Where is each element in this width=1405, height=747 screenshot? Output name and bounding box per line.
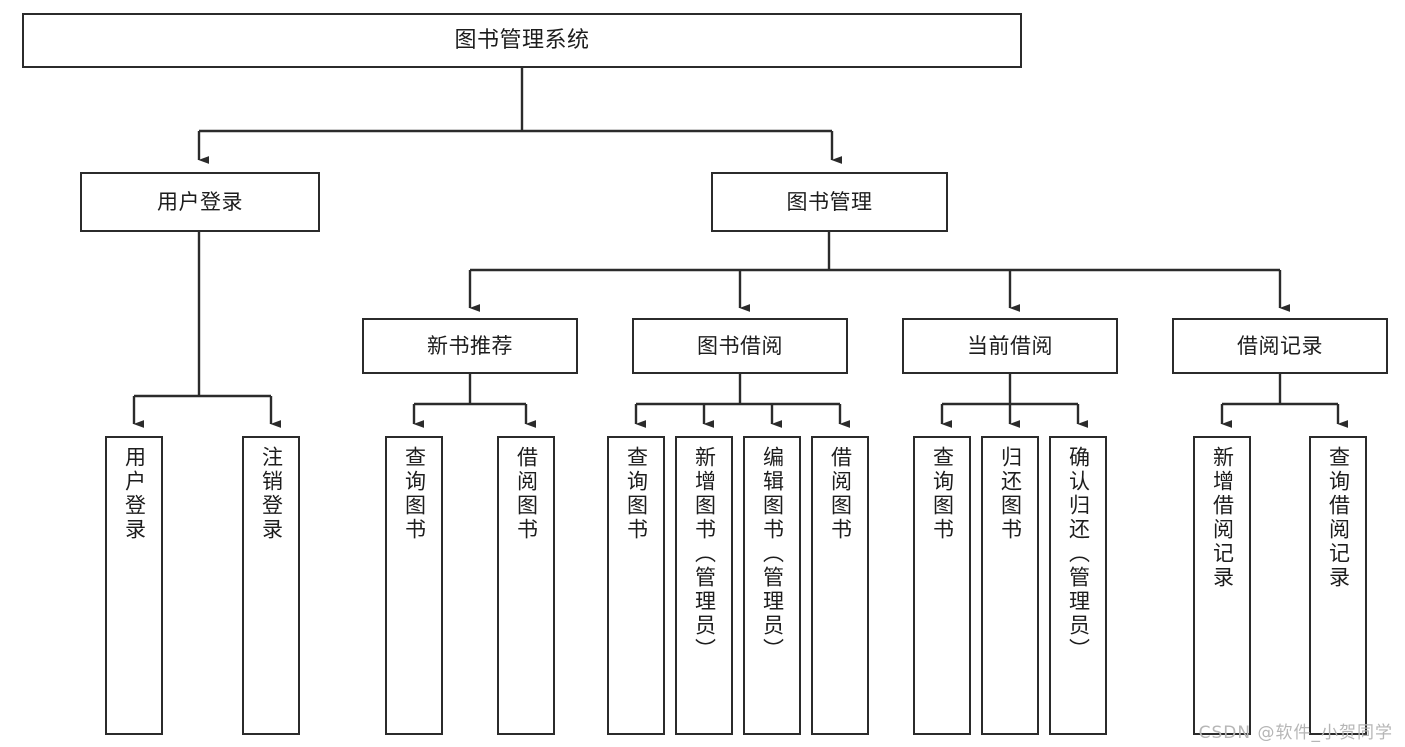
node-label: 借阅图书 xyxy=(828,446,853,542)
node-label: 借阅图书 xyxy=(514,446,539,542)
node-root-book-management-system[interactable]: 图书管理系统 xyxy=(22,13,1022,68)
node-label: 新增借阅记录 xyxy=(1210,446,1235,590)
node-label: 图书管理 xyxy=(786,189,873,214)
node-leaf-logout[interactable]: 注销登录 xyxy=(242,436,300,735)
node-user-login[interactable]: 用户登录 xyxy=(80,172,320,232)
csdn-watermark: CSDN @软件_小贺同学 xyxy=(1198,723,1393,743)
node-book-management[interactable]: 图书管理 xyxy=(711,172,948,232)
node-borrow-record[interactable]: 借阅记录 xyxy=(1172,318,1388,374)
node-label: 用户登录 xyxy=(157,189,243,214)
node-book-borrow[interactable]: 图书借阅 xyxy=(632,318,848,374)
node-leaf-query-book-3[interactable]: 查询图书 xyxy=(913,436,971,735)
node-label: 新书推荐 xyxy=(427,333,513,358)
node-leaf-add-book[interactable]: 新增图书（管理员） xyxy=(675,436,733,735)
node-label: 图书借阅 xyxy=(697,333,783,358)
node-label: 查询借阅记录 xyxy=(1326,446,1351,590)
node-leaf-borrow-book-2[interactable]: 借阅图书 xyxy=(811,436,869,735)
node-current-borrow[interactable]: 当前借阅 xyxy=(902,318,1118,374)
node-leaf-confirm-return[interactable]: 确认归还（管理员） xyxy=(1049,436,1107,735)
node-leaf-query-book-1[interactable]: 查询图书 xyxy=(385,436,443,735)
node-label: 查询图书 xyxy=(930,446,955,542)
node-leaf-return-book[interactable]: 归还图书 xyxy=(981,436,1039,735)
node-leaf-query-book-2[interactable]: 查询图书 xyxy=(607,436,665,735)
node-label: 确认归还（管理员） xyxy=(1066,446,1091,662)
node-leaf-edit-book[interactable]: 编辑图书（管理员） xyxy=(743,436,801,735)
node-label: 归还图书 xyxy=(998,446,1023,542)
node-leaf-user-login[interactable]: 用户登录 xyxy=(105,436,163,735)
node-label: 注销登录 xyxy=(259,446,284,542)
node-label: 编辑图书（管理员） xyxy=(760,446,785,662)
node-leaf-add-record[interactable]: 新增借阅记录 xyxy=(1193,436,1251,735)
node-label: 查询图书 xyxy=(402,446,427,542)
node-new-book-recommend[interactable]: 新书推荐 xyxy=(362,318,578,374)
node-label: 图书管理系统 xyxy=(454,27,590,53)
node-label: 用户登录 xyxy=(122,446,147,542)
node-label: 新增图书（管理员） xyxy=(692,446,717,662)
node-label: 当前借阅 xyxy=(967,333,1053,358)
node-label: 查询图书 xyxy=(624,446,649,542)
node-label: 借阅记录 xyxy=(1237,333,1323,358)
node-leaf-query-record[interactable]: 查询借阅记录 xyxy=(1309,436,1367,735)
node-leaf-borrow-book-1[interactable]: 借阅图书 xyxy=(497,436,555,735)
